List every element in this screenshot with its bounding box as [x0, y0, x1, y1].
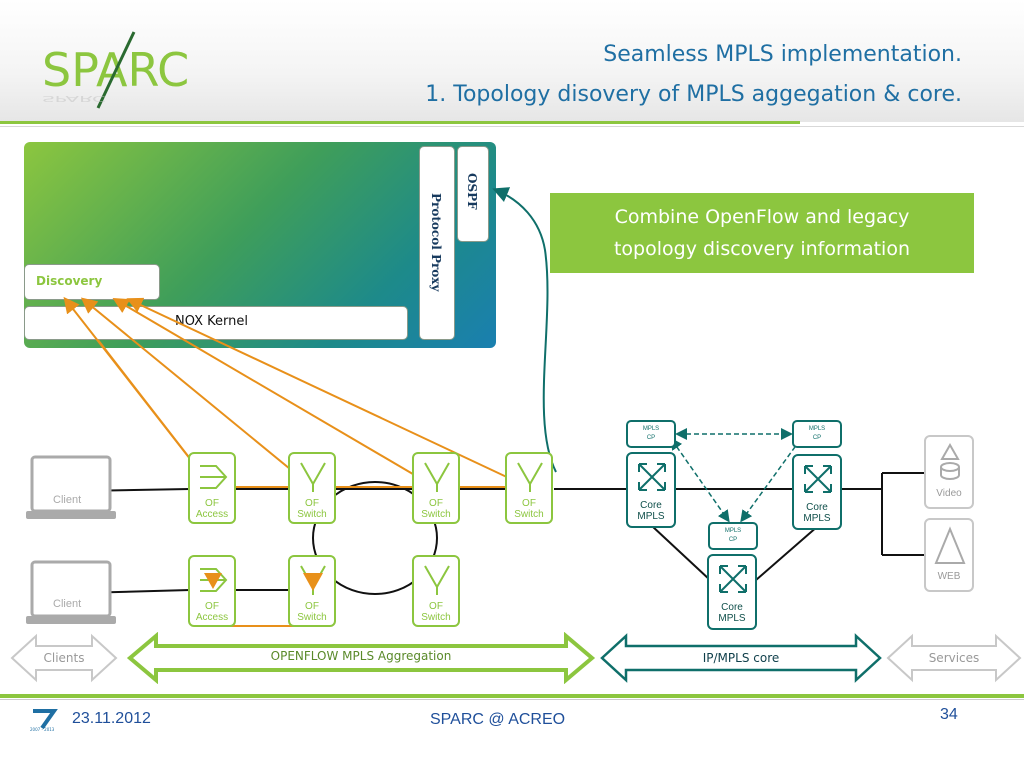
band-label-aggregation: OPENFLOW MPLS Aggregation [270, 649, 452, 663]
switch-label-line2: Switch [514, 509, 544, 520]
switch-label-line1: OF [429, 601, 443, 612]
core-label-line1: Core [721, 602, 743, 613]
core-label-line2: MPLS [718, 613, 746, 624]
svg-text:SPARC: SPARC [42, 94, 106, 103]
footer-center: SPARC @ ACREO [430, 711, 566, 728]
router-arrows-icon [719, 565, 747, 593]
client-laptop-icon [26, 455, 116, 519]
switch-label-line2: Switch [297, 612, 327, 623]
service-label: WEB [937, 571, 961, 582]
of-switch-icon [300, 565, 326, 595]
cp-label-line1: MPLS [808, 426, 826, 432]
switch-label-line2: Switch [297, 509, 327, 520]
cp-label-line1: MPLS [724, 528, 742, 534]
page-number: 34 [940, 706, 958, 723]
ospf-label: OSPF [465, 173, 479, 210]
cp-label-line1: MPLS [642, 426, 660, 432]
footer-date: 23.11.2012 [72, 710, 151, 727]
cp-label-line2: CP [646, 435, 656, 441]
core-label-line1: Core [640, 500, 662, 511]
switch-label-line2: Access [195, 509, 229, 520]
core-band-arrow [600, 633, 882, 683]
switch-label-line1: OF [205, 601, 219, 612]
switch-label-line1: OF [429, 498, 443, 509]
cp-label-line2: CP [728, 537, 738, 543]
fp7-logo-caption: 2007 - 2013 [30, 727, 55, 732]
access-switch-icon [200, 465, 228, 489]
access-switch-icon [200, 568, 228, 592]
slide-title-line1: Seamless MPLS implementation. [603, 42, 962, 67]
combine-note: Combine OpenFlow and legacy topology dis… [550, 193, 974, 273]
fp7-logo-icon: 2007 - 2013 [30, 709, 58, 732]
core-label-line2: MPLS [637, 511, 665, 522]
footer-divider [0, 694, 1024, 698]
band-label-services: Services [928, 651, 980, 665]
of-switch-icon [517, 462, 543, 492]
discovery-label: Discovery [36, 274, 103, 288]
switch-label-line1: OF [205, 498, 219, 509]
switch-label-line2: Access [195, 612, 229, 623]
sparc-logo: SPARC SPARC [42, 31, 188, 109]
of-switch-icon [300, 462, 326, 492]
mpls-cp-box[interactable]: MPLS CP [708, 522, 758, 550]
combine-note-line2: topology discovery information [613, 238, 910, 260]
client-label: Client [53, 598, 82, 610]
ospf-module: OSPF [457, 146, 489, 242]
video-server-icon [940, 443, 960, 480]
aggregation-band-arrow [126, 632, 596, 684]
header-divider-thin [0, 126, 1024, 127]
slide-title-line2: 1. Topology disovery of MPLS aggegation … [425, 82, 962, 107]
footer-divider-thin [0, 699, 1024, 700]
client-laptop-icon [26, 560, 116, 624]
of-switch-icon [424, 462, 450, 492]
header-divider [0, 121, 800, 124]
web-server-icon [934, 526, 966, 564]
client-label: Client [53, 494, 82, 506]
network-bands [10, 632, 1022, 684]
video-server[interactable]: Video [924, 435, 974, 509]
services-band-arrow [886, 633, 1022, 683]
mpls-cp-box[interactable]: MPLS CP [792, 420, 842, 448]
header-background [0, 0, 1024, 122]
mpls-cp-box[interactable]: MPLS CP [626, 420, 676, 448]
web-server[interactable]: WEB [924, 518, 974, 592]
core-label-line1: Core [806, 502, 828, 513]
switch-label-line2: Switch [421, 612, 451, 623]
core-label-line2: MPLS [803, 513, 831, 524]
service-label: Video [936, 488, 962, 499]
switch-label-line2: Switch [421, 509, 451, 520]
band-label-clients: Clients [43, 651, 85, 665]
band-label-core: IP/MPLS core [702, 651, 780, 665]
of-switch-icon [424, 565, 450, 595]
cp-label-line2: CP [812, 435, 822, 441]
switch-label-line1: OF [522, 498, 536, 509]
protocol-proxy-module: Protocol Proxy [419, 146, 455, 340]
switch-label-line1: OF [305, 601, 319, 612]
router-arrows-icon [804, 465, 832, 493]
discovery-module: Discovery [24, 264, 160, 300]
combine-note-line1: Combine OpenFlow and legacy [614, 206, 910, 228]
switch-label-line1: OF [305, 498, 319, 509]
router-arrows-icon [638, 463, 666, 491]
nox-kernel-label: NOX Kernel [175, 314, 249, 329]
protocol-proxy-label: Protocol Proxy [429, 193, 443, 292]
clients-band-arrow [10, 633, 118, 683]
